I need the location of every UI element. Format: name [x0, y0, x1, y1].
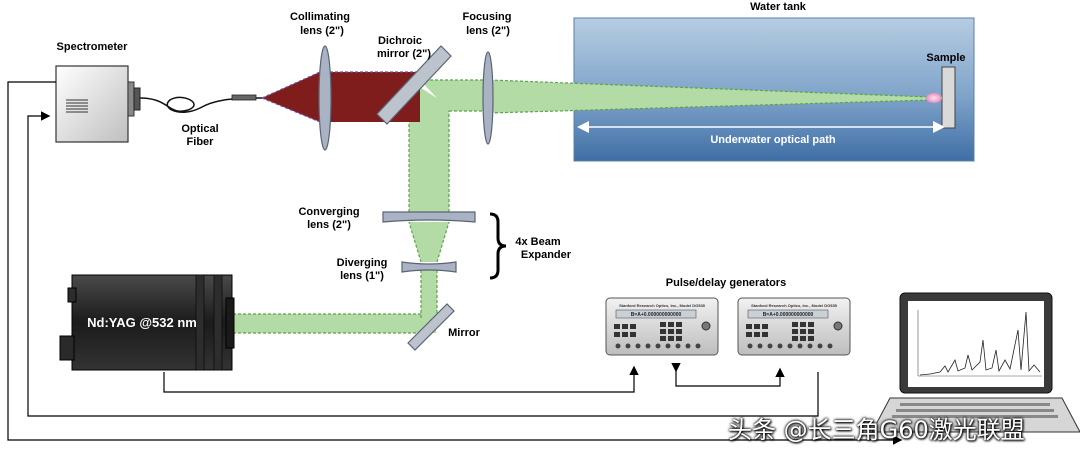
collimating-label-2: lens (2") — [300, 25, 344, 37]
focusing-lens — [482, 51, 494, 145]
gen-link-wire — [671, 362, 785, 387]
dichroic-label-2: mirror (2") — [377, 48, 431, 60]
diverging-label-2: lens (1") — [340, 270, 384, 282]
optical-fiber — [139, 96, 263, 113]
generator-1-display: B=A+0.000000000000 — [631, 312, 682, 318]
fiber-label-2: Fiber — [187, 136, 215, 148]
focusing-label-2: lens (2") — [466, 25, 510, 37]
sample — [941, 66, 956, 129]
path-label: Underwater optical path — [710, 134, 836, 146]
spectrometer-label: Spectrometer — [57, 41, 129, 53]
spectrometer — [55, 65, 141, 143]
generator-1-header: Stanford Research Optics, Inc., Model DG… — [619, 303, 706, 308]
laser-label: Nd:YAG @532 nm — [87, 315, 197, 330]
watermark: 头条 @长三角G60激光联盟 — [728, 416, 1025, 444]
converging-label-2: lens (2") — [307, 219, 351, 231]
expander-label-2: Expander — [521, 249, 572, 261]
fiber-label-1: Optical — [181, 123, 218, 135]
spectrometer-to-laptop-wire — [7, 81, 903, 445]
generator-2-header: Stanford Research Optics, Inc., Model DG… — [751, 303, 838, 308]
converging-lens — [382, 211, 476, 223]
mirror — [407, 303, 455, 351]
water-tank-label: Water tank — [750, 1, 807, 13]
gen-to-spectrometer-wire — [27, 111, 819, 417]
spectrum-plot — [919, 311, 1041, 376]
focusing-label-1: Focusing — [463, 11, 512, 23]
horizontal-beam — [420, 80, 487, 111]
collimating-label-1: Collimating — [290, 11, 350, 23]
collimating-lens — [318, 45, 332, 151]
laser-beam — [233, 314, 436, 333]
dichroic-label-1: Dichroic — [378, 35, 422, 47]
expander-label-1: 4x Beam — [515, 236, 560, 248]
expanding-beam — [409, 222, 449, 262]
pulse-generators-label: Pulse/delay generators — [666, 277, 786, 289]
converging-label-1: Converging — [298, 206, 359, 218]
focused-beam — [490, 80, 930, 113]
expander-brace — [489, 212, 507, 280]
generator-2-display: B=A+0.000000000000 — [763, 312, 814, 318]
pulse-generator-2: Stanford Research Optics, Inc., Model DG… — [737, 297, 851, 356]
laser-head — [59, 274, 235, 371]
sample-label: Sample — [926, 52, 965, 64]
plasma — [926, 93, 942, 103]
laser-trigger-wire — [163, 365, 639, 393]
mirror-label: Mirror — [448, 327, 481, 339]
diverging-label-1: Diverging — [337, 257, 388, 269]
dichroic-mirror — [376, 45, 452, 125]
diverging-lens — [401, 261, 457, 273]
pulse-generator-1: Stanford Research Optics, Inc., Model DG… — [605, 297, 719, 356]
laptop — [871, 292, 1080, 433]
